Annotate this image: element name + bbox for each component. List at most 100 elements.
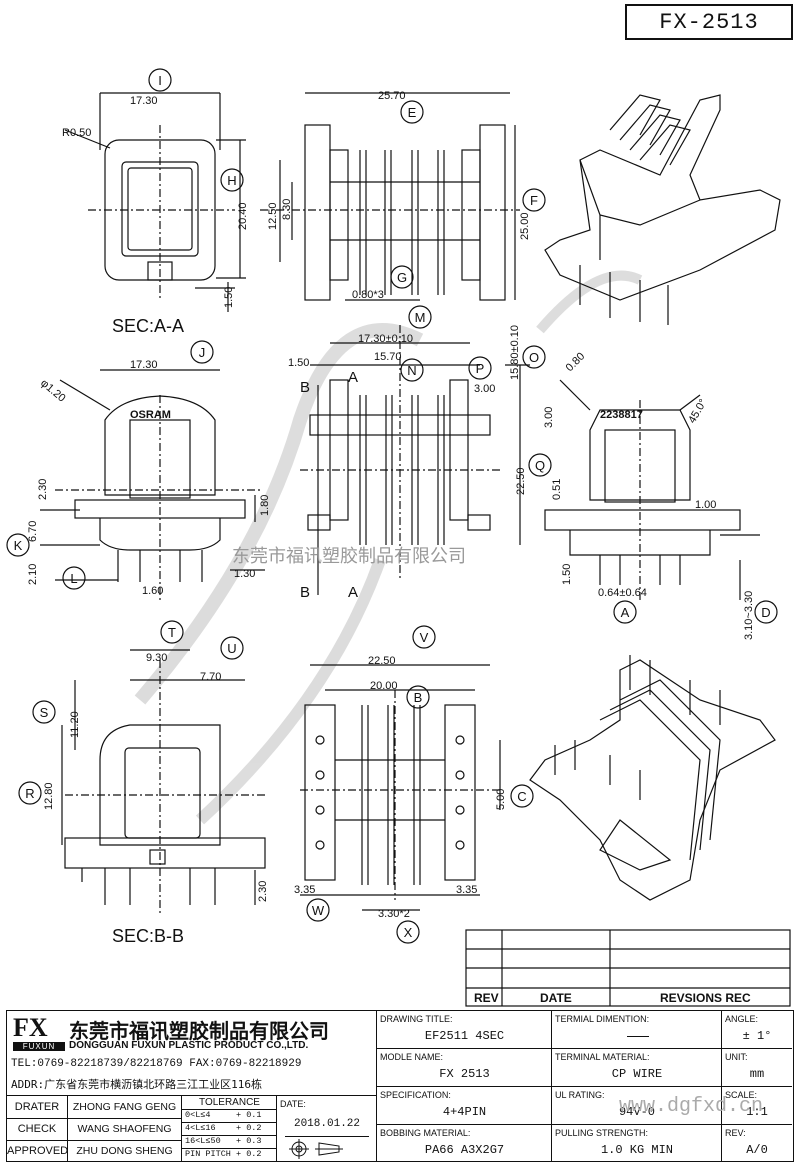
dimension-label: 12.80 [43,782,55,810]
field-angle: ANGLE: ± 1° [722,1011,792,1049]
dimension-label: 3.00 [474,383,495,395]
callout-letter: M [415,310,426,325]
field-terminal-material: TERMINAL MATERIAL: CP WIRE [552,1049,722,1087]
callout-letter: W [312,903,325,918]
svg-text:2238817: 2238817 [600,409,643,421]
dimension-label: 17.30±0.10 [358,333,413,345]
dimension-label: 1.00 [695,499,716,511]
view-side-ef [260,92,546,301]
signoff-role: APPROVED [7,1140,68,1162]
dimension-label: 0.80*3 [352,289,384,301]
dimension-label: 15.70 [374,351,402,363]
tolerance-value: + 0.3 [236,1136,262,1146]
dimension-label: 3.35 [456,884,477,896]
company-name-cn: 东莞市福讯塑胶制品有限公司 [69,1019,329,1043]
field-specification: SPECIFICATION: 4+4PIN [377,1087,552,1125]
dimension-label: 2.10 [27,564,39,585]
callout-letter: D [761,605,770,620]
field-model-name: MODLE NAME: FX 2513 [377,1049,552,1087]
view-iso-top [544,94,781,325]
dimension-label: 3.30*2 [378,908,410,920]
dimension-label: 0.80 [564,350,588,374]
company-name-en: DONGGUAN FUXUN PLASTIC PRODUCT CO.,LTD. [69,1040,309,1051]
dimension-label: 22.50 [515,467,527,495]
company-address: ADDR:广东省东莞市横沥镇北环路三江工业区116栋 [11,1078,262,1091]
callout-letter: S [40,705,49,720]
callout-letter: G [397,270,407,285]
dimension-label: 20.00 [370,680,398,692]
signoff-role: CHECK [7,1118,68,1141]
tolerance-range: 16<L≤50 [185,1136,221,1146]
callout-letter: V [420,630,429,645]
date-label: DATE: [280,1099,306,1109]
company-block: FX FUXUN 东莞市福讯塑胶制品有限公司 DONGGUAN FUXUN PL… [7,1011,377,1096]
dimension-label: 25.00 [519,212,531,240]
callout-letter: L [70,571,77,586]
tolerance-value: + 0.2 [236,1123,262,1133]
dimension-label: 3.00 [543,407,555,428]
tolerance-range: PIN PITCH [185,1149,231,1159]
revision-table [465,929,791,1007]
part-markings: OSRAM 2238817 [130,409,643,421]
site-watermark: www.dgfxd.cn [619,1095,764,1118]
tolerance-range: 4<L≤16 [185,1123,216,1133]
view-front-right [544,379,778,624]
callout-letter: U [227,641,236,656]
background-watermark [134,270,643,825]
dimension-label: 1.50 [288,357,309,369]
dimension-label: 5.00 [495,789,507,810]
dimension-label: 1.30 [234,568,255,580]
callout-letter: N [407,363,416,378]
view-section-bb [18,620,266,915]
dimension-label: 25.70 [378,90,406,102]
tolerance-range: 0<L≤4 [185,1110,211,1120]
section-labels: SEC:A-A SEC:B-B [112,316,184,946]
signoff-role: DRATER [7,1096,68,1119]
dimension-label: 1.80 [259,495,271,516]
dimension-label: 17.30 [130,95,158,107]
field-bobbin-material: BOBBING MATERIAL: PA66 A3X2G7 [377,1125,552,1162]
dimension-label: 0.64±0.64 [598,587,647,599]
company-logo: FX FUXUN [13,1014,65,1051]
tolerance-table: TOLERANCE 0<L≤4 + 0.1 4<L≤16 + 0.2 16<L≤… [182,1096,277,1162]
dimension-label: B [300,584,310,601]
signoff-table: DRATER ZHONG FANG GENG CHECK WANG SHAOFE… [7,1096,182,1162]
callout-letters: I E H F G J M N P O K L Q A D T U V B S … [14,73,771,940]
dimension-label: 22.50 [368,655,396,667]
dimension-label: 0.51 [551,479,563,500]
signoff-name: ZHONG FANG GENG [67,1096,181,1119]
date-value: 2018.01.22 [293,1118,360,1130]
signoff-name: WANG SHAOFENG [67,1118,181,1141]
drawing-number: FX-2513 [625,4,793,40]
dimension-labels: 17.30 R0.50 20.40 1.50 25.70 12.50 8.30 … [27,90,755,920]
svg-text:OSRAM: OSRAM [130,409,171,421]
callout-letter: K [14,538,23,553]
callout-letter: H [227,173,236,188]
revision-headers: REV DATE REVSIONS REC [474,991,751,1005]
dimension-label: 15.80±0.10 [509,325,521,380]
tolerance-header: TOLERANCE [182,1096,276,1110]
callout-letter: I [158,73,162,88]
tolerance-value: + 0.1 [236,1110,262,1120]
title-block: FX FUXUN 东莞市福讯塑胶制品有限公司 DONGGUAN FUXUN PL… [6,1010,794,1162]
callout-letter: P [476,361,485,376]
dimension-label: 20.40 [237,202,249,230]
dimension-label: A [348,369,358,386]
projection-symbol-icon [285,1136,369,1161]
callout-letter: O [529,350,539,365]
dimension-label: B [300,379,310,396]
dimension-label: 11.20 [69,711,81,738]
view-bottom-v [300,625,534,944]
dimension-label: 2.30 [37,479,49,500]
revision-header: DATE [540,991,572,1005]
field-drawing-title: DRAWING TITLE: EF2511 4SEC [377,1011,552,1049]
view-front-j [6,340,265,600]
dimension-label: 6.70 [27,521,39,542]
field-rev: REV: A/0 [725,1128,768,1157]
dimension-label: 1.50 [223,287,235,308]
revision-header: REVSIONS REC [660,991,751,1005]
svg-text:SEC:A-A: SEC:A-A [112,316,184,336]
dimension-label: 45.0° [686,397,709,425]
view-side-mn [300,305,552,595]
dimension-label: R0.50 [62,127,91,139]
